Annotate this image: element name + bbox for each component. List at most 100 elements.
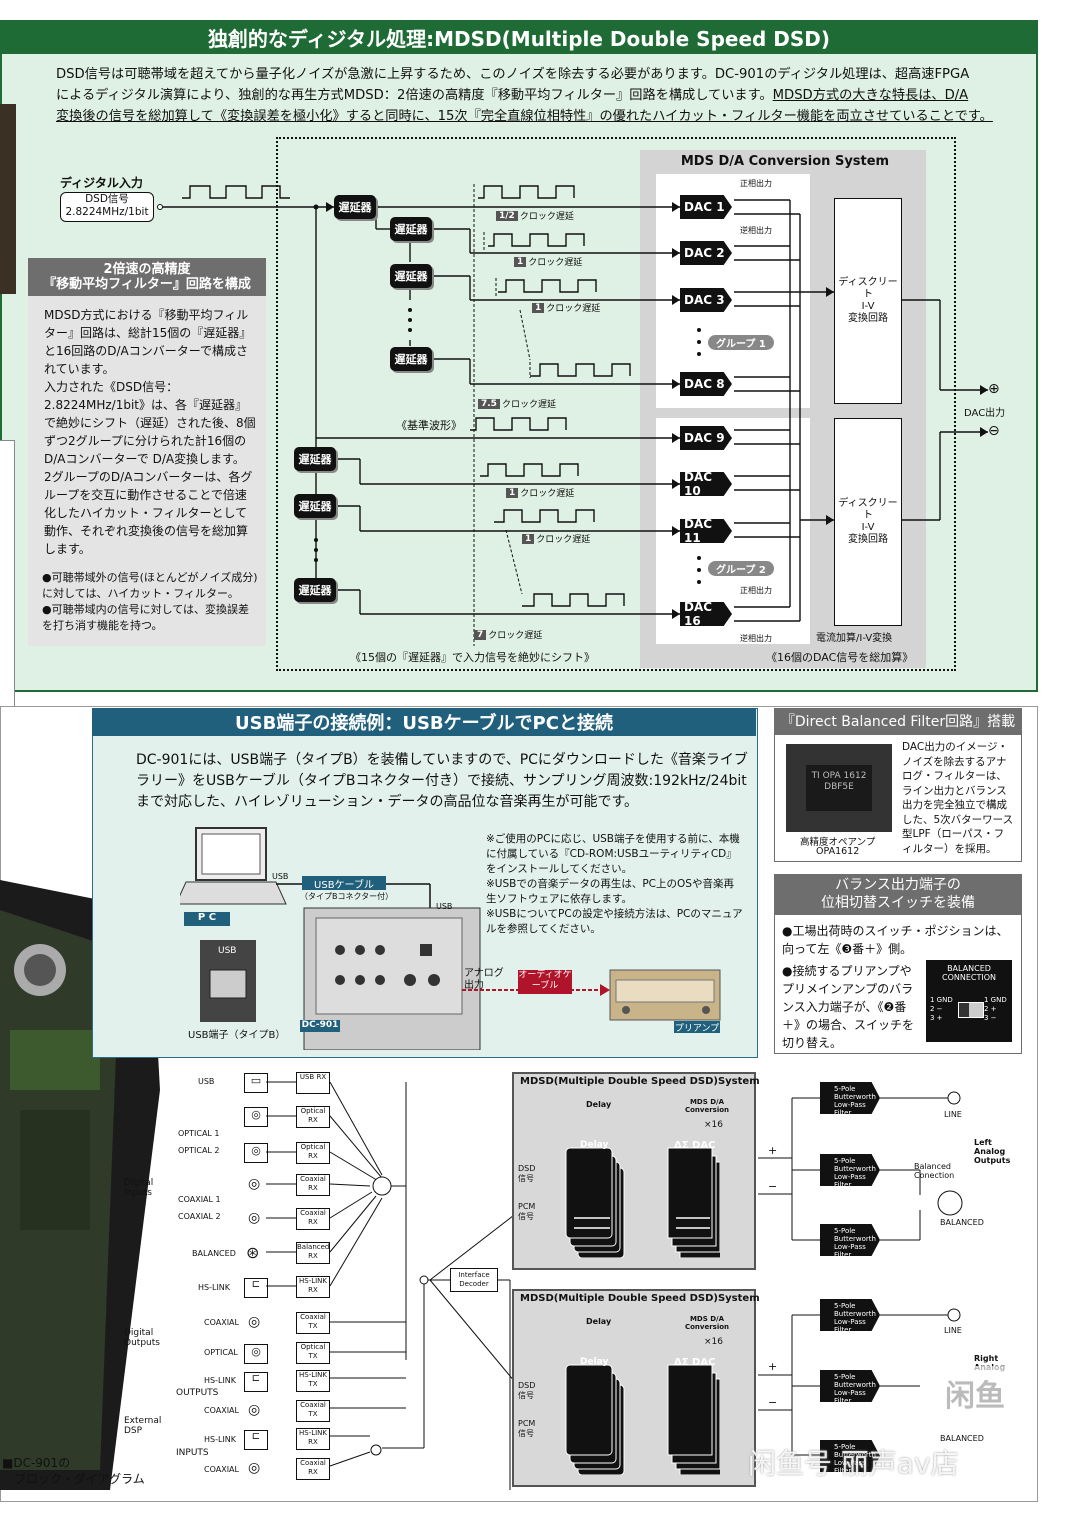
opamp-caption: 高精度オペアンプ	[800, 837, 876, 848]
audio-cable-badge: オーディオケーブル	[518, 970, 572, 994]
clock-text: クロック遅延	[519, 212, 574, 222]
side-paragraph-1: MDSD方式における『移動平均フィルター』回路は、総計15個の『遅延器』と16回…	[44, 308, 252, 376]
side-paragraph-2: 入力された《DSD信号：2.8224MHz/1bit》は、各『遅延器』で絶妙にシ…	[44, 380, 256, 466]
mds-column-right: MDS D/A Conversion	[684, 1315, 730, 1331]
usb-jack-icon: ▭	[244, 1073, 268, 1093]
hslink-rx: HS-LINK RX	[296, 1276, 330, 1298]
x16-right: ×16	[704, 1337, 723, 1347]
optical-jack-icon: ◎	[244, 1143, 268, 1163]
dsd-signal-box: DSD信号 2.8224MHz/1bit	[60, 192, 154, 222]
delay-region-border	[276, 137, 956, 671]
clock-text: クロック遅延	[501, 400, 556, 410]
chip-stacks-right	[565, 1364, 720, 1475]
balance-title-1: バランス出力端子の	[835, 877, 961, 893]
mdsd-title-right: MDSD(Multiple Double Speed DSD)System	[520, 1293, 760, 1304]
delay-chip-right: Delay	[580, 1357, 609, 1367]
intro-underline-2: 変換後の信号を総加算して《変換誤差を極小化》すると同時に、15次『完全直線位相特…	[56, 109, 993, 124]
hslink-rx-dsp: HS-LINK RX	[296, 1428, 330, 1450]
plus-left: +	[768, 1144, 778, 1157]
watermark-logo: 闲鱼	[926, 1366, 1024, 1420]
dac-9: DAC 9	[680, 426, 732, 450]
optical-rx-2: Optical RX	[296, 1142, 330, 1164]
chip-stacks-left	[565, 1147, 720, 1258]
direct-balanced-title: 『Direct Balanced Filter回路』搭載	[774, 708, 1022, 734]
slide-switch[interactable]	[958, 1002, 984, 1018]
clock-text: クロック遅延	[528, 258, 583, 268]
switch-right-pins: 1 GND 2 + 3 −	[984, 996, 1007, 1022]
mdsd-title-left: MDSD(Multiple Double Speed DSD)System	[520, 1076, 760, 1087]
delay-unit-6: 遅延器	[294, 494, 336, 518]
dsp-in-label-hslink: HS-LINK	[204, 1435, 237, 1444]
dsd-rate-label: 2.8224MHz/1bit	[65, 206, 149, 218]
caption-line-2: ブロック・ダイアグラム	[14, 1472, 145, 1486]
clock-value: 1/2	[496, 210, 518, 221]
iv-text: I-V	[861, 522, 875, 533]
coaxial-tx-dsp: Coaxial TX	[296, 1400, 330, 1422]
usb-note-2: ※USBでの音楽データの再生は、PC上のOSや音楽再生ソフトウェアに依存します。	[486, 878, 734, 905]
iv-text: I-V	[861, 301, 875, 312]
intro-line-2: によるディジタル演算により、独創的な再生方式MDSD：2倍速の高精度『移動平均フ…	[56, 88, 773, 103]
usb-description: DC-901には、USB端子（タイプB）を装備していますので、PCにダウンロード…	[136, 752, 748, 810]
balance-title-2: 位相切替スイッチを装備	[821, 895, 975, 911]
dac-output-label: DAC出力	[964, 408, 1006, 419]
reference-wave-label: 《基準波形》	[396, 419, 462, 432]
dsp-outputs-label: OUTPUTS	[176, 1388, 219, 1398]
delay-column-right: Delay	[586, 1317, 612, 1326]
filter-explanation-text: MDSD方式における『移動平均フィルター』回路は、総計15個の『遅延器』と16回…	[44, 306, 256, 558]
dac-1: DAC 1	[680, 195, 732, 219]
delay-unit-7: 遅延器	[294, 578, 336, 602]
balanced-rx: Balanced RX	[296, 1242, 330, 1264]
side-title-1: 2倍速の高精度	[103, 262, 191, 277]
output-label-optical: OPTICAL	[204, 1348, 238, 1357]
block-diagram-caption: ■DC-901の ブロック・ダイアグラム	[2, 1455, 145, 1487]
coaxial-out-icon: ◎	[248, 1314, 261, 1330]
minus-left: −	[768, 1180, 778, 1193]
dsp-out-label-hslink: HS-LINK	[204, 1376, 237, 1385]
clock-value: 7.5	[478, 398, 500, 409]
group-2-badge: グループ 2	[708, 561, 774, 576]
usb-connection-diagram	[180, 827, 721, 1050]
lpf-right-bal-plus: 5-Pole Butterworth Low-Pass Filter	[820, 1370, 880, 1402]
plus-right: +	[768, 1360, 778, 1373]
minus-terminal-icon: ⊖	[988, 423, 1000, 439]
mdsd-section-title: 独創的なディジタル処理:MDSD(Multiple Double Speed D…	[0, 20, 1038, 54]
dac-10: DAC 10	[680, 472, 732, 496]
iv-converter-1: ディスクリート I-V 変換回路	[834, 198, 902, 404]
sum-caption: 《16個のDAC信号を総加算》	[766, 651, 914, 664]
opamp-chip-photo: TI OPA 1612 DBF5E	[786, 744, 892, 832]
hslink-out-icon: ⊏	[244, 1372, 268, 1392]
dac-11: DAC 11	[680, 519, 732, 543]
coaxial-jack-icon: ◎	[248, 1176, 261, 1192]
delay-unit-2: 遅延器	[390, 217, 432, 241]
mdsd-intro: DSD信号は可聴帯域を超えてから量子化ノイズが急激に上昇するため、このノイズを除…	[56, 64, 1006, 127]
side-note-2: ●可聴帯域内の信号に対しては、変換誤差を打ち消す機能を持つ。	[42, 603, 250, 632]
usb-notes: ※ご使用のPCに応じ、USB端子を使用する前に、本機に付属している『CD-ROM…	[486, 832, 744, 937]
hslink-in-icon: ⊏	[244, 1430, 268, 1450]
filter-explanation-title: 2倍速の高精度『移動平均フィルター』回路を構成	[28, 258, 266, 296]
clock-text: クロック遅延	[520, 489, 575, 499]
digital-input-label: ディジタル入力	[60, 176, 143, 190]
optical-out-icon: ◎	[244, 1344, 268, 1364]
positive-output-label: 正相出力	[740, 179, 772, 188]
lpf-left-bal-minus: 5-Pole Butterworth Low-Pass Filter	[820, 1224, 880, 1256]
coaxial-rx-1: Coaxial RX	[296, 1174, 330, 1196]
dac-chip-left: ΔΣ DAC	[674, 1140, 716, 1151]
balance-switch-title: バランス出力端子の位相切替スイッチを装備	[774, 874, 1022, 914]
clock-value: 1	[522, 533, 535, 544]
shift-caption: 《15個の『遅延器』で入力信号を絶妙にシフト》	[350, 651, 595, 664]
opamp-name: OPA1612	[816, 846, 860, 857]
external-dsp-label: External DSP	[124, 1416, 162, 1436]
hslink-jack-icon: ⊏	[244, 1278, 268, 1298]
delay-unit-3: 遅延器	[390, 264, 432, 288]
dsp-inputs-label: INPUTS	[176, 1448, 209, 1458]
balanced-conn-left: Balanced Conection	[914, 1162, 955, 1180]
switch-left-pins: 1 GND 2 − 3 +	[930, 996, 953, 1022]
clock-value: 1	[506, 487, 519, 498]
lpf-right-line: 5-Pole Butterworth Low-Pass Filter	[820, 1299, 880, 1331]
watermark-text: 闲鱼号 丽声av店	[748, 1447, 959, 1480]
intro-line-1: DSD信号は可聴帯域を超えてから量子化ノイズが急激に上昇するため、このノイズを除…	[56, 67, 970, 82]
side-title-2: 『移動平均フィルター』回路を構成	[43, 277, 251, 292]
